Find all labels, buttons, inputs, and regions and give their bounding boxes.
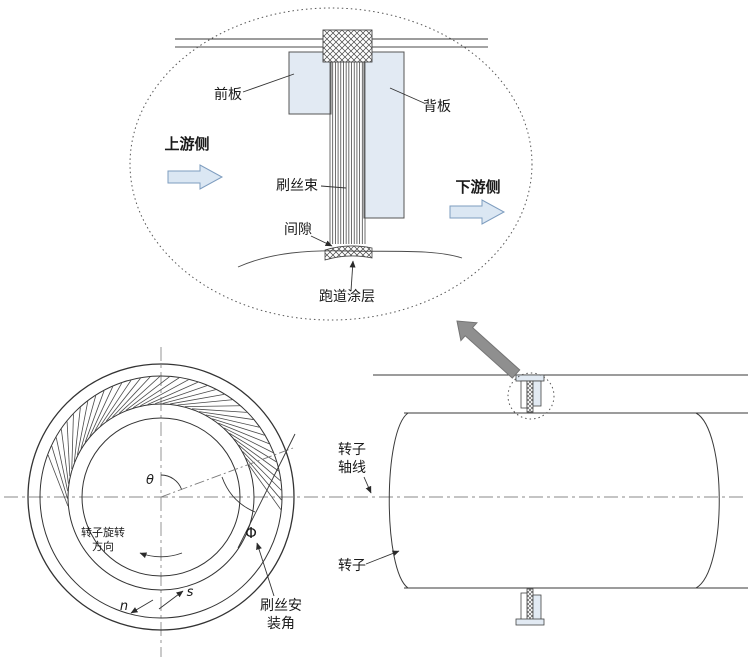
n-label: n	[120, 599, 128, 614]
top-seal-front-plate	[520, 380, 528, 409]
s-direction-arrow	[158, 590, 184, 610]
bottom-seal-flange	[515, 618, 545, 626]
rotor-axis-label-line1: 转子	[338, 442, 366, 458]
detail-pointer-arrow-icon	[456, 320, 521, 379]
rotor-axis-leader-arrow	[363, 476, 372, 494]
coating-leader-arrow	[349, 260, 356, 292]
theta-label: θ	[146, 473, 154, 488]
top-seal-section	[507, 372, 555, 420]
upstream-label: 上游侧	[164, 135, 209, 153]
rotor-axis-label-line2: 轴线	[338, 460, 366, 476]
rotor-label: 转子	[338, 558, 366, 574]
bottom-seal-back-plate	[532, 594, 542, 621]
detail-view-boundary-ellipse	[129, 7, 533, 321]
rotor-left-end-cap	[388, 412, 409, 589]
bristle-pack-lines	[329, 62, 366, 244]
rotor-surface-curve	[237, 250, 463, 268]
brush-wire-hatch	[47, 376, 282, 510]
bristle-label: 刷丝束	[276, 178, 318, 194]
clearance-label: 间隙	[284, 222, 312, 238]
back-plate-leader	[389, 87, 425, 104]
downstream-label: 下游侧	[455, 178, 500, 196]
install-angle-leader-arrow	[256, 542, 275, 597]
install-angle-label-line1: 刷丝安	[260, 598, 302, 614]
phi-label: Φ	[245, 524, 257, 542]
side-view: 转子 轴线 转子	[338, 320, 748, 626]
rotation-direction-label-line1: 转子旋转	[81, 525, 125, 539]
wire-direction-line	[237, 433, 296, 549]
install-angle-label-line2: 装角	[267, 616, 295, 632]
back-plate	[363, 51, 405, 219]
outer-casing-circle	[27, 363, 295, 631]
n-direction-arrow	[130, 599, 154, 614]
upstream-flow-arrow-icon	[167, 164, 224, 190]
bristle-weld-crosshatch	[322, 29, 373, 63]
downstream-flow-arrow-icon	[449, 199, 506, 225]
top-seal-bristle	[526, 380, 534, 413]
rotor-leader-arrow	[365, 550, 400, 565]
theta-radius-line	[160, 447, 294, 498]
clearance-leader-arrow	[310, 235, 333, 247]
top-seal-back-plate	[532, 380, 542, 407]
top-seal-detail-circle	[507, 372, 555, 420]
front-plate-label: 前板	[214, 86, 242, 103]
rotation-direction-label-line2: 方向	[92, 539, 114, 553]
bottom-seal-bristle	[526, 588, 534, 621]
bristle-inner-circle	[67, 403, 255, 591]
top-seal-flange	[515, 374, 545, 382]
bottom-seal-front-plate	[520, 592, 528, 621]
coating-label: 跑道涂层	[319, 289, 375, 305]
s-label: s	[187, 585, 194, 600]
theta-angle-arc	[160, 474, 183, 490]
runway-coating-band	[324, 245, 373, 261]
bristle-outer-circle	[39, 375, 283, 619]
front-plate-leader	[242, 73, 295, 93]
rotor-bore-circle	[81, 417, 241, 577]
rotor-right-end-cap	[695, 412, 720, 589]
detail-view: 前板 背板 上游侧 刷丝束 下游侧 间隙 跑道涂层	[129, 7, 533, 321]
back-plate-label: 背板	[423, 99, 451, 115]
phi-angle-arc	[221, 476, 256, 513]
rotation-direction-arrow	[139, 552, 183, 559]
front-view: θ 转子旋转 方向 Φ 刷丝安 装角 s n	[27, 363, 302, 632]
bottom-seal-section	[515, 588, 545, 626]
bristle-leader	[320, 185, 347, 189]
